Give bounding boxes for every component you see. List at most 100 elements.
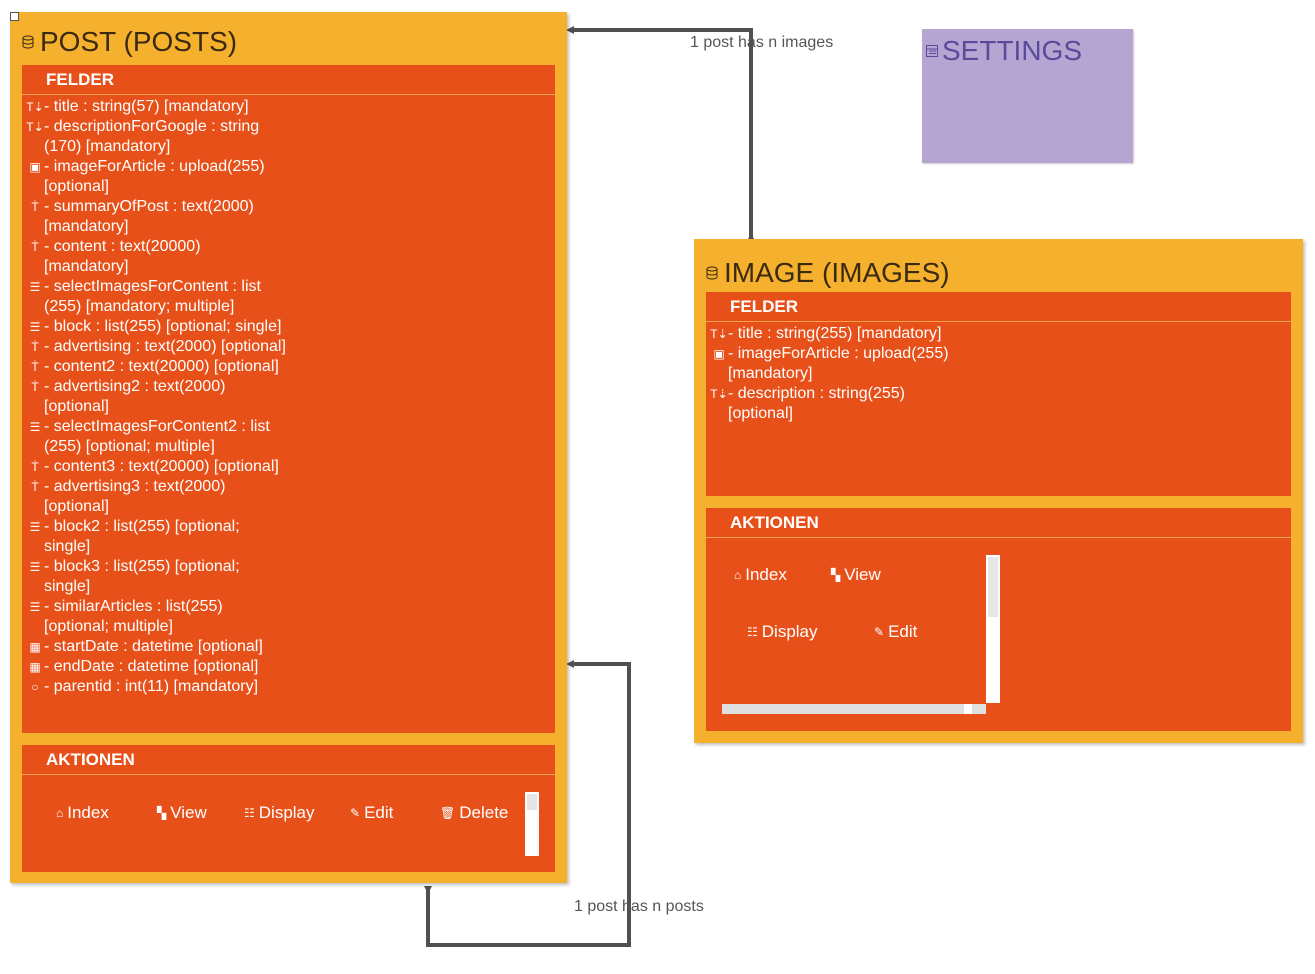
field-row: ▣- imageForArticle : upload(255) [option… — [26, 157, 288, 197]
field-row: ○ - parentid : int(11) [mandatory] — [26, 677, 288, 697]
collapse-icon[interactable] — [10, 12, 19, 21]
field-text: - advertising2 : text(2000) [optional] — [44, 378, 226, 415]
list-icon: ☰ — [29, 560, 41, 574]
table-icon — [926, 45, 938, 57]
field-text: - content : text(20000) [mandatory] — [44, 238, 201, 275]
post-fields-list: T⇣- title : string(57) [mandatory] T⇣- de… — [22, 95, 288, 697]
field-text: - selectImagesForContent2 : list (255) [… — [44, 418, 270, 455]
field-row: ☰- similarArticles : list(255) [optional… — [26, 597, 288, 637]
list-icon: ☰ — [29, 280, 41, 294]
string-icon: T⇣ — [26, 120, 44, 134]
post-action-edit[interactable]: ✎Edit — [350, 803, 394, 822]
image-entity-title-text: IMAGE (IMAGES) — [724, 257, 950, 288]
calendar-icon: ▦ — [29, 660, 41, 674]
image-entity[interactable]: IMAGE (IMAGES) FELDER T⇣- title : string… — [694, 239, 1303, 743]
scroll-thumb[interactable] — [964, 704, 972, 714]
string-icon: T⇣ — [26, 100, 44, 114]
image-fields-panel: FELDER T⇣- title : string(255) [mandator… — [706, 292, 1291, 496]
post-actions-panel: AKTIONEN ⌂Index ▚View ☷Display ✎Edit 🗑De… — [22, 745, 555, 872]
field-text: - similarArticles : list(255) [optional;… — [44, 598, 223, 635]
settings-entity-title: SETTINGS — [926, 35, 1082, 67]
post-fields-panel: FELDER T⇣- title : string(57) [mandatory… — [22, 65, 555, 733]
image-action-display[interactable]: ☷Display — [747, 622, 818, 641]
field-row: Ṫ- summaryOfPost : text(2000) [mandatory… — [26, 197, 288, 237]
field-text: - content3 : text(20000) [optional] — [44, 458, 279, 475]
field-row: Ṫ - advertising2 : text(2000) [optional] — [26, 377, 288, 417]
field-row: ☰- block : list(255) [optional; single] — [26, 317, 288, 337]
image-action-view[interactable]: ▚View — [831, 565, 881, 584]
relation-label-posts: 1 post has n posts — [574, 898, 704, 915]
grid-icon: ▚ — [157, 806, 167, 820]
field-row: ☰- block2 : list(255) [optional; single] — [26, 517, 288, 557]
post-action-delete[interactable]: 🗑Delete — [440, 803, 509, 822]
field-text: - advertising : text(2000) [optional] — [44, 338, 286, 355]
settings-entity[interactable]: SETTINGS — [922, 29, 1133, 163]
list-icon: ☰ — [29, 420, 41, 434]
post-action-display[interactable]: ☷Display — [244, 803, 315, 822]
relation-label-images: 1 post has n images — [690, 34, 834, 51]
field-text: - block : list(255) [optional; single] — [44, 318, 282, 335]
upload-icon: ▣ — [29, 160, 41, 174]
pencil-icon: ✎ — [874, 625, 885, 639]
field-text: - advertising3 : text(2000) [optional] — [44, 478, 226, 515]
text-icon: Ṫ — [31, 240, 39, 254]
relation-line-post-images — [566, 26, 755, 241]
post-entity[interactable]: POST (POSTS) FELDER T⇣- title : string(5… — [10, 12, 567, 883]
post-action-view[interactable]: ▚View — [157, 803, 207, 822]
image-entity-title: IMAGE (IMAGES) — [706, 257, 950, 289]
field-text: - imageForArticle : upload(255) [optiona… — [44, 158, 265, 195]
database-icon — [706, 266, 718, 280]
field-row: Ṫ - advertising3 : text(2000) [optional] — [26, 477, 288, 517]
post-entity-title-text: POST (POSTS) — [40, 26, 238, 57]
home-icon: ⌂ — [56, 806, 64, 820]
post-fields-header: FELDER — [22, 65, 555, 95]
field-row: Ṫ - content : text(20000) [mandatory] — [26, 237, 288, 277]
field-text: - endDate : datetime [optional] — [44, 658, 259, 675]
list-icon: ☷ — [244, 806, 255, 820]
list-icon: ☰ — [29, 320, 41, 334]
list-icon: ☰ — [29, 600, 41, 614]
field-text: - imageForArticle : upload(255) [mandato… — [728, 345, 949, 382]
field-row: ▣- imageForArticle : upload(255) [mandat… — [710, 344, 970, 384]
field-text: - block2 : list(255) [optional; single] — [44, 518, 240, 555]
text-icon: Ṫ — [31, 200, 39, 214]
image-action-edit[interactable]: ✎Edit — [874, 622, 918, 641]
field-text: - description : string(255) [optional] — [728, 385, 905, 422]
field-text: - title : string(255) [mandatory] — [728, 325, 942, 342]
field-row: Ṫ- advertising : text(2000) [optional] — [26, 337, 288, 357]
image-action-index[interactable]: ⌂Index — [734, 565, 787, 584]
field-row: Ṫ - content3 : text(20000) [optional] — [26, 457, 288, 477]
field-text: - title : string(57) [mandatory] — [44, 98, 249, 115]
field-text: - content2 : text(20000) [optional] — [44, 358, 279, 375]
string-icon: T⇣ — [710, 387, 728, 401]
post-action-index[interactable]: ⌂Index — [56, 803, 109, 822]
scroll-thumb[interactable] — [527, 794, 537, 810]
image-actions-scrollbar-vertical[interactable] — [986, 555, 1000, 703]
field-row: Ṫ - content2 : text(20000) [optional] — [26, 357, 288, 377]
circle-icon: ○ — [31, 680, 39, 694]
relation-line-post-posts — [424, 660, 631, 947]
field-row: ☰- selectImagesForContent2 : list (255) … — [26, 417, 288, 457]
image-actions-panel: AKTIONEN ⌂Index ▚View ☷Display ✎Edit — [706, 508, 1291, 731]
image-actions-scrollbar-horizontal[interactable] — [722, 704, 986, 714]
field-text: - parentid : int(11) [mandatory] — [44, 678, 259, 695]
field-row: T⇣- descriptionForGoogle : string (170) … — [26, 117, 288, 157]
database-icon — [22, 35, 34, 49]
image-actions-header: AKTIONEN — [706, 508, 1291, 538]
pencil-icon: ✎ — [350, 806, 361, 820]
image-fields-header: FELDER — [706, 292, 1291, 322]
text-icon: Ṫ — [31, 360, 39, 374]
text-icon: Ṫ — [31, 480, 39, 494]
scroll-thumb[interactable] — [988, 557, 998, 617]
field-row: T⇣- description : string(255) [optional] — [710, 384, 970, 424]
text-icon: Ṫ — [31, 460, 39, 474]
text-icon: Ṫ — [31, 380, 39, 394]
field-row: T⇣- title : string(255) [mandatory] — [710, 324, 970, 344]
home-icon: ⌂ — [734, 568, 742, 582]
settings-entity-title-text: SETTINGS — [942, 35, 1083, 66]
string-icon: T⇣ — [710, 327, 728, 341]
field-row: ▦- startDate : datetime [optional] — [26, 637, 288, 657]
post-actions-scrollbar[interactable] — [525, 792, 539, 856]
field-text: - selectImagesForContent : list (255) [m… — [44, 278, 261, 315]
